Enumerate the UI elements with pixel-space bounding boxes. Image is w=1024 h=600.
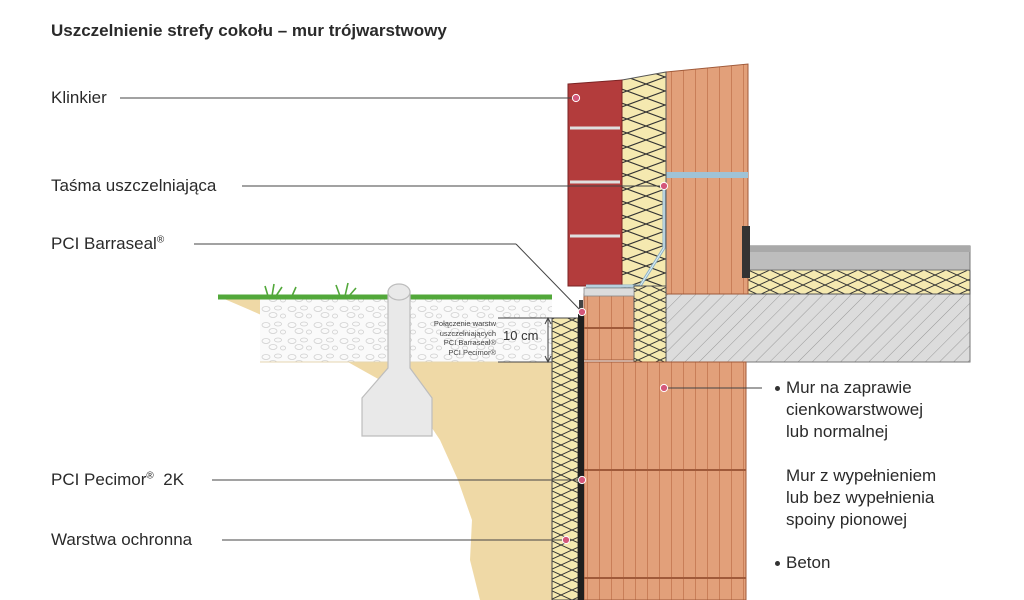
- label-pecimor: PCI Pecimor® 2K: [51, 470, 184, 490]
- mur-line-2: cienkowarstwowej: [786, 400, 923, 419]
- wyp-line-1: Mur z wypełnieniem: [786, 466, 937, 485]
- bullet-mur: [775, 386, 780, 391]
- label-barraseal-text: PCI Barraseal: [51, 234, 157, 253]
- right-label-beton: Beton: [786, 553, 831, 572]
- note-line-1: Połączenie warstw: [433, 319, 496, 328]
- right-label-wypelnienie: Mur z wypełnieniem lub bez wypełnienia s…: [786, 465, 936, 531]
- registered-mark: ®: [156, 234, 165, 246]
- wyp-line-3: spoiny pionowej: [786, 510, 907, 529]
- dimension-10cm: [498, 316, 552, 364]
- label-barraseal: PCI Barraseal®: [51, 234, 164, 254]
- registered-mark: ®: [146, 470, 154, 482]
- floor-slab: [663, 293, 971, 363]
- plinth-insulation: [633, 285, 667, 363]
- insulation-upper: [621, 71, 667, 295]
- floor-insulation: [747, 269, 971, 295]
- note-line-3: PCI Barraseal®: [443, 338, 496, 347]
- label-tasma: Taśma uszczelniająca: [51, 176, 217, 195]
- inner-wall-upper: [665, 63, 749, 295]
- foundation-wall: [583, 361, 747, 600]
- protective-layer: [551, 317, 579, 600]
- diagram-title: Uszczelnienie strefy cokołu – mur trójwa…: [51, 21, 447, 40]
- note-line-2: uszczelniających: [439, 328, 496, 338]
- label-klinkier: Klinkier: [51, 88, 107, 107]
- bullet-beton: [775, 561, 780, 566]
- dimension-label: 10 cm: [503, 328, 539, 343]
- mur-line-3: lub normalnej: [786, 422, 889, 441]
- pecimor-layer: [578, 314, 584, 600]
- label-pecimor-text: PCI Pecimor: [51, 470, 147, 489]
- note-line-4: PCI Pecimor®: [448, 347, 496, 357]
- connection-note: Połączenie warstw uszczelniających PCI B…: [396, 319, 496, 357]
- mur-line-1: Mur na zaprawie: [786, 378, 912, 397]
- right-label-mur: Mur na zaprawie cienkowarstwowej lub nor…: [786, 377, 923, 443]
- wyp-line-2: lub bez wypełnienia: [786, 488, 935, 507]
- soil: [222, 298, 552, 600]
- drain-post: [361, 291, 433, 437]
- label-pecimor-suffix: 2K: [163, 470, 185, 489]
- label-warstwa: Warstwa ochronna: [51, 530, 193, 549]
